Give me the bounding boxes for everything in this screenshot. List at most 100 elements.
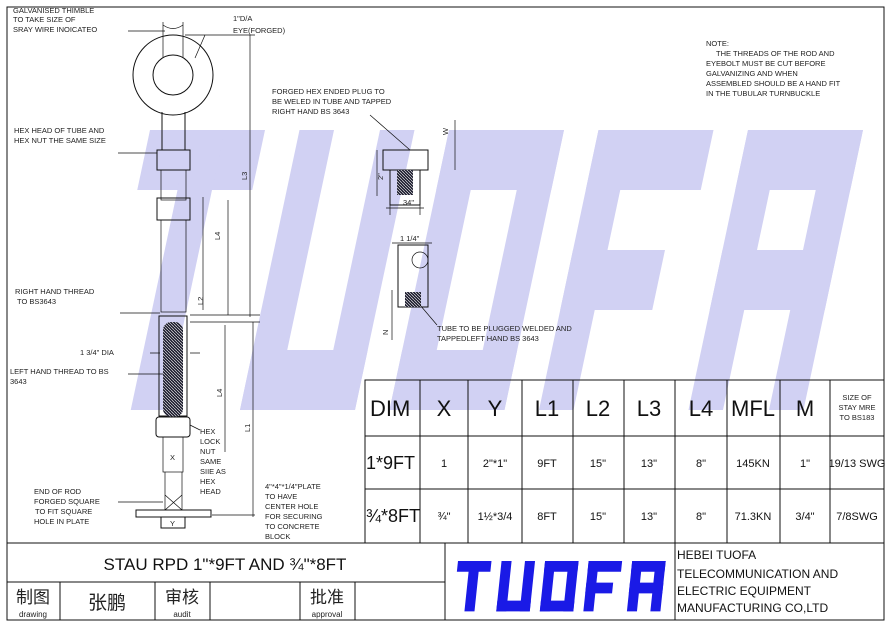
- svg-text:NOTE:: NOTE:: [706, 39, 729, 48]
- dim-2in: 2": [376, 173, 385, 180]
- audit-en: audit: [173, 610, 191, 619]
- svg-text:2"*1": 2"*1": [483, 458, 507, 470]
- letter-shape-o: [563, 561, 579, 612]
- svg-text:¾*8FT: ¾*8FT: [366, 506, 420, 526]
- letter-shape-o: [436, 130, 564, 190]
- plug-detail: W 2" 34" 1 1/4" N: [369, 114, 456, 340]
- plate-label: 4"*4"*1/4"PLATE TO HAVE CENTER HOLE FOR …: [265, 482, 323, 541]
- svg-text:SAME: SAME: [200, 457, 221, 466]
- svg-text:1*9FT: 1*9FT: [366, 453, 415, 473]
- svg-text:TUBE TO BE PLUGGED WELDED AND: TUBE TO BE PLUGGED WELDED AND: [437, 324, 572, 333]
- svg-text:4"*4"*1/4"PLATE: 4"*4"*1/4"PLATE: [265, 482, 321, 491]
- thimble-label: GALVANISED THIMBLE TO TAKE SIZE OF SRAY …: [13, 6, 97, 34]
- svg-text:TAPPEDLEFT HAND BS 3643: TAPPEDLEFT HAND BS 3643: [437, 334, 539, 343]
- dim-l4-lower: L4: [215, 389, 224, 397]
- svg-text:TO TAKE SIZE OF: TO TAKE SIZE OF: [13, 15, 76, 24]
- svg-text:ASSEMBLED SHOULD BE A HAND FIT: ASSEMBLED SHOULD BE A HAND FIT: [706, 79, 841, 88]
- dia-label: 1 3/4" DIA: [80, 348, 114, 357]
- base-plate: [135, 509, 212, 518]
- svg-text:9FT: 9FT: [537, 458, 557, 470]
- watermark: [130, 130, 863, 410]
- svg-text:BLOCK: BLOCK: [265, 532, 290, 541]
- svg-text:CENTER HOLE: CENTER HOLE: [265, 502, 318, 511]
- letter-shape-a: [735, 130, 863, 190]
- svg-text:FORGED HEX ENDED PLUG TO: FORGED HEX ENDED PLUG TO: [272, 87, 385, 96]
- letter-shape-o: [543, 561, 579, 572]
- svg-text:LOCK: LOCK: [200, 437, 220, 446]
- dim-l2: L2: [196, 297, 205, 305]
- drawing-title: STAU RPD 1"*9FT AND ¾"*8FT: [104, 555, 347, 574]
- svg-text:END OF ROD: END OF ROD: [34, 487, 82, 496]
- svg-text:TELECOMMUNICATION AND: TELECOMMUNICATION AND: [677, 567, 838, 581]
- eye-label: 1"D/A EYE(FORGED): [233, 14, 286, 35]
- svg-text:BE WELED IN TUBE AND TAPPED: BE WELED IN TUBE AND TAPPED: [272, 97, 392, 106]
- svg-text:7/8SWG: 7/8SWG: [836, 511, 878, 523]
- svg-text:TO BS183: TO BS183: [840, 413, 875, 422]
- audit-cn: 审核: [165, 588, 199, 608]
- svg-text:FOR SECURING: FOR SECURING: [265, 512, 323, 521]
- dim-x: X: [170, 453, 175, 462]
- svg-text:RIGHT HAND THREAD: RIGHT HAND THREAD: [15, 287, 95, 296]
- letter-shape-a: [628, 582, 664, 594]
- letter-shape-u: [320, 130, 415, 410]
- svg-text:15": 15": [590, 458, 606, 470]
- hex-head-label: HEX HEAD OF TUBE AND HEX NUT THE SAME SI…: [14, 126, 106, 145]
- svg-text:L4: L4: [689, 396, 713, 421]
- letter-shape-u: [239, 130, 334, 410]
- svg-text:GALVANISED THIMBLE: GALVANISED THIMBLE: [13, 6, 94, 15]
- dim-y: Y: [170, 519, 175, 528]
- dim-1-1-4: 1 1/4": [400, 234, 420, 243]
- svg-text:GALVANIZING AND WHEN: GALVANIZING AND WHEN: [706, 69, 798, 78]
- svg-text:IN THE TUBULAR TURNBUCKLE: IN THE TUBULAR TURNBUCKLE: [706, 89, 820, 98]
- letter-shape-t: [464, 561, 480, 612]
- svg-text:SRAY WIRE INOICATEO: SRAY WIRE INOICATEO: [13, 25, 97, 34]
- svg-text:SIZE OF: SIZE OF: [842, 393, 872, 402]
- right-thread-label: RIGHT HAND THREAD TO BS3643: [15, 287, 95, 306]
- svg-text:3/4": 3/4": [795, 511, 814, 523]
- svg-text:HEX HEAD OF TUBE AND: HEX HEAD OF TUBE AND: [14, 126, 105, 135]
- tube-plug-label: TUBE TO BE PLUGGED WELDED AND TAPPEDLEFT…: [437, 324, 572, 343]
- approval-cn: 批准: [310, 588, 344, 608]
- svg-text:1"D/A: 1"D/A: [233, 14, 252, 23]
- forged-plug-label: FORGED HEX ENDED PLUG TO BE WELED IN TUB…: [272, 87, 392, 116]
- drawing-en: drawing: [19, 610, 47, 619]
- table-row: ¾*8FT ¾" 1½*3/4 8FT 15" 13" 8" 71.3KN 3/…: [366, 506, 878, 526]
- svg-text:FORGED SQUARE: FORGED SQUARE: [34, 497, 100, 506]
- svg-text:HEBEI TUOFA: HEBEI TUOFA: [677, 548, 756, 562]
- letter-shape-o: [539, 600, 575, 612]
- approval-en: approval: [312, 610, 343, 619]
- svg-text:ELECTRIC EQUIPMENT: ELECTRIC EQUIPMENT: [677, 584, 812, 598]
- svg-text:M: M: [796, 396, 814, 421]
- left-thread-label: LEFT HAND THREAD TO BS 3643: [10, 367, 109, 386]
- dim-l1: L1: [243, 424, 252, 432]
- turnbuckle-assembly: Y X L3 L4 L2 L4 L1: [118, 22, 260, 529]
- note: NOTE: THE THREADS OF THE ROD AND EYEBOLT…: [706, 39, 841, 98]
- dim-34: 34": [403, 198, 414, 207]
- letter-shape-u: [519, 561, 536, 612]
- lock-nut-label: HEX LOCK NUT SAME SIIE AS HEX HEAD: [200, 427, 226, 496]
- svg-text:TO HAVE: TO HAVE: [265, 492, 297, 501]
- svg-text:TO BS3643: TO BS3643: [17, 297, 56, 306]
- svg-text:13": 13": [641, 511, 657, 523]
- svg-text:EYEBOLT MUST BE CUT BEFORE: EYEBOLT MUST BE CUT BEFORE: [706, 59, 825, 68]
- svg-text:TO CONCRETE: TO CONCRETE: [265, 522, 319, 531]
- end-rod-label: END OF ROD FORGED SQUARE TO FIT SQUARE H…: [34, 487, 100, 526]
- tuofa-logo: [456, 561, 666, 612]
- svg-text:X: X: [437, 396, 452, 421]
- svg-text:NUT: NUT: [200, 447, 216, 456]
- letter-shape-f: [587, 561, 623, 572]
- letter-shape-o: [539, 561, 556, 612]
- letter-shape-o: [389, 130, 484, 410]
- drawer-name: 张鹏: [88, 592, 126, 614]
- dim-l3: L3: [240, 172, 249, 180]
- svg-text:8": 8": [696, 458, 706, 470]
- svg-text:HEAD: HEAD: [200, 487, 221, 496]
- svg-text:Y: Y: [488, 396, 503, 421]
- svg-text:LEFT HAND THREAD TO BS: LEFT HAND THREAD TO BS: [10, 367, 109, 376]
- table-header-row: DIM X Y L1 L2 L3 L4 MFL M SIZE OF STAY M…: [370, 393, 876, 422]
- svg-text:HEX: HEX: [200, 427, 215, 436]
- letter-shape-f: [585, 582, 614, 594]
- svg-text:HEX: HEX: [200, 477, 215, 486]
- svg-text:RIGHT HAND BS 3643: RIGHT HAND BS 3643: [272, 107, 349, 116]
